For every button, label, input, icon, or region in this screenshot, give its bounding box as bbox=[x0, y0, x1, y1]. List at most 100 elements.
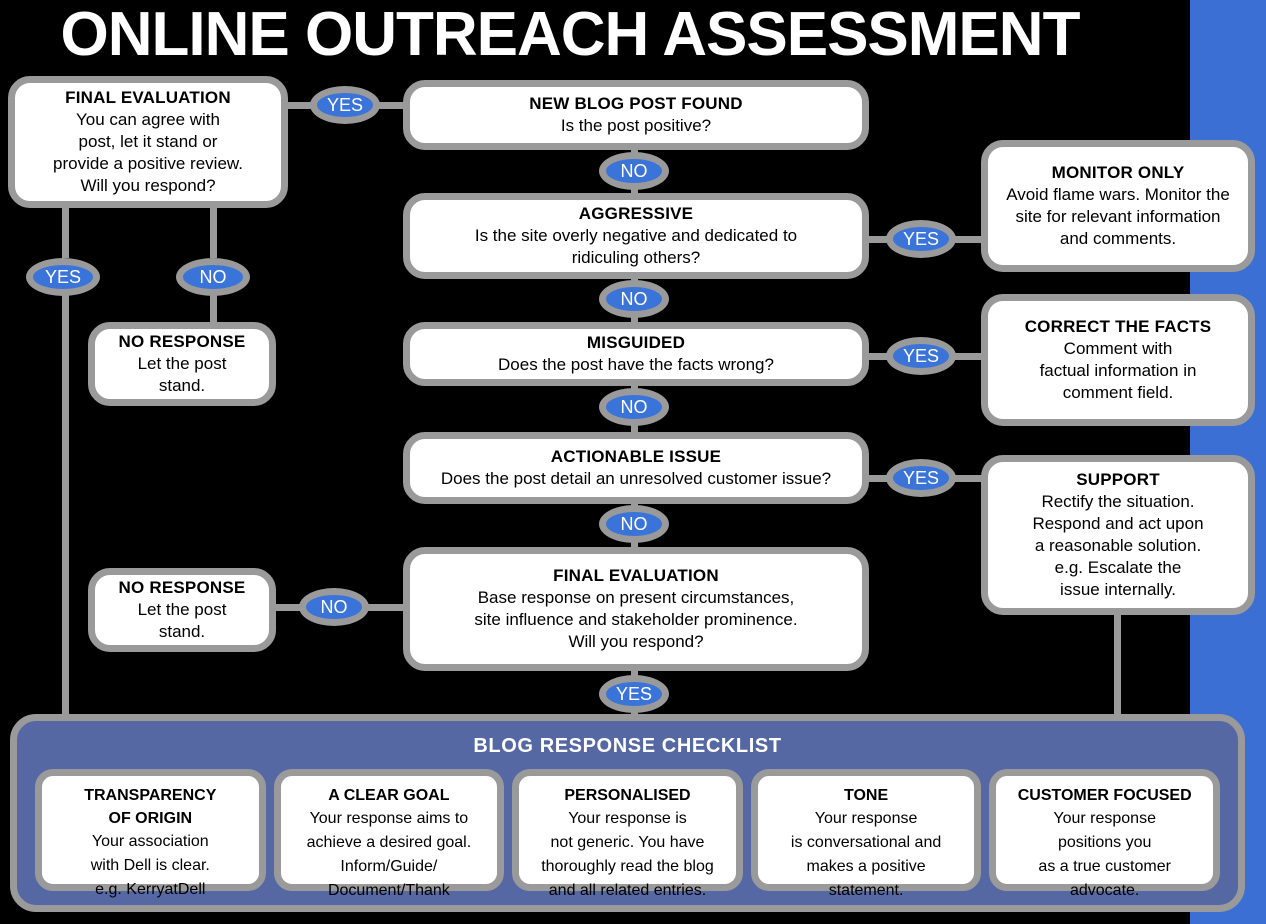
pill-no-blogpost-to-aggressive[interactable]: NO bbox=[599, 152, 669, 190]
node-line: site influence and stakeholder prominenc… bbox=[474, 610, 798, 629]
node-final-evaluation-bottom[interactable]: FINAL EVALUATION Base response on presen… bbox=[403, 547, 869, 671]
checklist-card-line: Inform/Guide/ bbox=[340, 858, 438, 875]
node-title: AGGRESSIVE bbox=[578, 204, 694, 223]
node-line: Comment with bbox=[1063, 339, 1173, 358]
checklist-card-title: PERSONALISED bbox=[564, 787, 691, 804]
checklist-card-line: Your response bbox=[1053, 810, 1156, 827]
pill-yes-finaleval-left[interactable]: YES bbox=[26, 258, 100, 296]
node-correct-the-facts[interactable]: CORRECT THE FACTS Comment with factual i… bbox=[981, 294, 1255, 426]
connector-yes-to-blogpost bbox=[371, 102, 411, 109]
node-monitor-only[interactable]: MONITOR ONLY Avoid flame wars. Monitor t… bbox=[981, 140, 1255, 272]
connector-yes-to-correctfacts bbox=[953, 353, 985, 360]
connector-misguided-to-yes bbox=[866, 353, 888, 360]
checklist-card-title: TRANSPARENCY bbox=[84, 787, 217, 804]
connector-support-down bbox=[1114, 614, 1121, 724]
checklist-card-line: Your association bbox=[91, 833, 209, 850]
node-title: FINAL EVALUATION bbox=[65, 88, 231, 107]
checklist-card-line: Your response aims to bbox=[309, 810, 469, 827]
node-title: NO RESPONSE bbox=[118, 332, 246, 351]
node-support[interactable]: SUPPORT Rectify the situation. Respond a… bbox=[981, 455, 1255, 615]
node-line: Rectify the situation. bbox=[1041, 492, 1195, 511]
node-line: Does the post detail an unresolved custo… bbox=[440, 469, 832, 488]
checklist-card-line: and all related entries. bbox=[548, 882, 707, 899]
node-line: e.g. Escalate the bbox=[1054, 558, 1182, 577]
node-no-response-bottom[interactable]: NO RESPONSE Let the post stand. bbox=[88, 568, 276, 652]
checklist-card-line: Document/Thank bbox=[327, 882, 450, 899]
pill-no-finaleval-to-noresponse-bottom[interactable]: NO bbox=[299, 588, 369, 626]
node-actionable-issue[interactable]: ACTIONABLE ISSUE Does the post detail an… bbox=[403, 432, 869, 504]
node-aggressive[interactable]: AGGRESSIVE Is the site overly negative a… bbox=[403, 193, 869, 279]
node-misguided[interactable]: MISGUIDED Does the post have the facts w… bbox=[403, 322, 869, 386]
connector-finaleval-to-yes bbox=[286, 102, 320, 109]
node-line: post, let it stand or bbox=[78, 132, 218, 151]
checklist-card-line: with Dell is clear. bbox=[90, 857, 210, 874]
node-line: Will you respond? bbox=[80, 176, 216, 195]
checklist-card-line: makes a positive bbox=[806, 858, 926, 875]
connector-yes-to-monitor bbox=[953, 236, 985, 243]
checklist-card-row: TRANSPARENCY OF ORIGIN Your association wit… bbox=[35, 769, 1220, 899]
node-line: ridiculing others? bbox=[571, 248, 701, 267]
pill-no-finaleval-left[interactable]: NO bbox=[176, 258, 250, 296]
node-final-evaluation-left[interactable]: FINAL EVALUATION You can agree with post… bbox=[8, 76, 288, 208]
checklist-card-line: not generic. You have bbox=[550, 834, 705, 851]
node-line: Respond and act upon bbox=[1032, 514, 1204, 533]
node-line: a reasonable solution. bbox=[1034, 536, 1202, 555]
checklist-card-line: advocate. bbox=[1069, 882, 1140, 899]
pill-no-misguided-to-actionable[interactable]: NO bbox=[599, 388, 669, 426]
connector-actionable-to-yes bbox=[866, 475, 888, 482]
checklist-card-line: e.g. KerryatDell bbox=[95, 881, 206, 898]
node-title: SUPPORT bbox=[1076, 470, 1160, 489]
node-line: and comments. bbox=[1059, 229, 1177, 248]
checklist-card-title: CUSTOMER FOCUSED bbox=[1017, 787, 1192, 804]
node-line: provide a positive review. bbox=[53, 154, 243, 173]
node-title: NEW BLOG POST FOUND bbox=[529, 94, 743, 113]
checklist-card-line: as a true customer bbox=[1038, 858, 1171, 875]
pill-yes-aggressive-to-monitor[interactable]: YES bbox=[886, 220, 956, 258]
node-line: Let the post bbox=[137, 354, 227, 373]
node-line: factual information in bbox=[1039, 361, 1197, 380]
connector-fe-left-down-yes bbox=[62, 206, 69, 258]
pill-no-aggressive-to-misguided[interactable]: NO bbox=[599, 280, 669, 318]
node-no-response-top[interactable]: NO RESPONSE Let the post stand. bbox=[88, 322, 276, 406]
node-title: CORRECT THE FACTS bbox=[1024, 317, 1212, 336]
checklist-title: BLOG RESPONSE CHECKLIST bbox=[473, 735, 782, 757]
checklist-card-title: TONE bbox=[844, 787, 889, 804]
connector-yes-to-support bbox=[953, 475, 985, 482]
connector-fe-left-down-no bbox=[210, 206, 217, 258]
checklist-card[interactable]: TRANSPARENCY OF ORIGIN Your association wit… bbox=[35, 769, 266, 898]
node-line: Avoid flame wars. Monitor the bbox=[1006, 185, 1230, 204]
node-line: Is the site overly negative and dedicate… bbox=[474, 226, 798, 245]
checklist-card-title: A CLEAR GOAL bbox=[328, 787, 450, 804]
checklist-card-line: Your response bbox=[814, 810, 918, 827]
checklist-card-line: statement. bbox=[828, 882, 904, 899]
blog-response-checklist-panel: BLOG RESPONSE CHECKLIST TRANSPARENCY OF O… bbox=[10, 714, 1245, 912]
node-line: Will you respond? bbox=[568, 632, 704, 651]
pill-yes-finaleval-to-checklist[interactable]: YES bbox=[599, 675, 669, 713]
pill-yes-actionable-to-support[interactable]: YES bbox=[886, 459, 956, 497]
node-line: comment field. bbox=[1062, 383, 1174, 402]
node-title: FINAL EVALUATION bbox=[553, 566, 719, 585]
node-line: You can agree with bbox=[76, 110, 220, 129]
node-line: Let the post bbox=[137, 600, 227, 619]
connector-finaleval-left bbox=[363, 604, 403, 611]
node-new-blog-post-found[interactable]: NEW BLOG POST FOUND Is the post positive… bbox=[403, 80, 869, 150]
pill-yes-misguided-to-correctfacts[interactable]: YES bbox=[886, 337, 956, 375]
node-line: Does the post have the facts wrong? bbox=[498, 355, 774, 374]
node-line: stand. bbox=[158, 622, 206, 641]
connector-no-to-noresponse-bottom bbox=[273, 604, 305, 611]
node-title: NO RESPONSE bbox=[118, 578, 246, 597]
node-title: ACTIONABLE ISSUE bbox=[550, 447, 722, 466]
checklist-card-line: thoroughly read the blog bbox=[541, 858, 714, 875]
page-title: ONLINE OUTREACH ASSESSMENT bbox=[60, 0, 1081, 69]
node-line: stand. bbox=[158, 376, 206, 395]
checklist-card-title-line2: OF ORIGIN bbox=[108, 810, 193, 827]
pill-yes-finaleval-to-blogpost[interactable]: YES bbox=[310, 86, 380, 124]
pill-no-actionable-to-finaleval[interactable]: NO bbox=[599, 505, 669, 543]
node-title: MISGUIDED bbox=[586, 333, 686, 352]
node-line: Is the post positive? bbox=[560, 116, 712, 135]
